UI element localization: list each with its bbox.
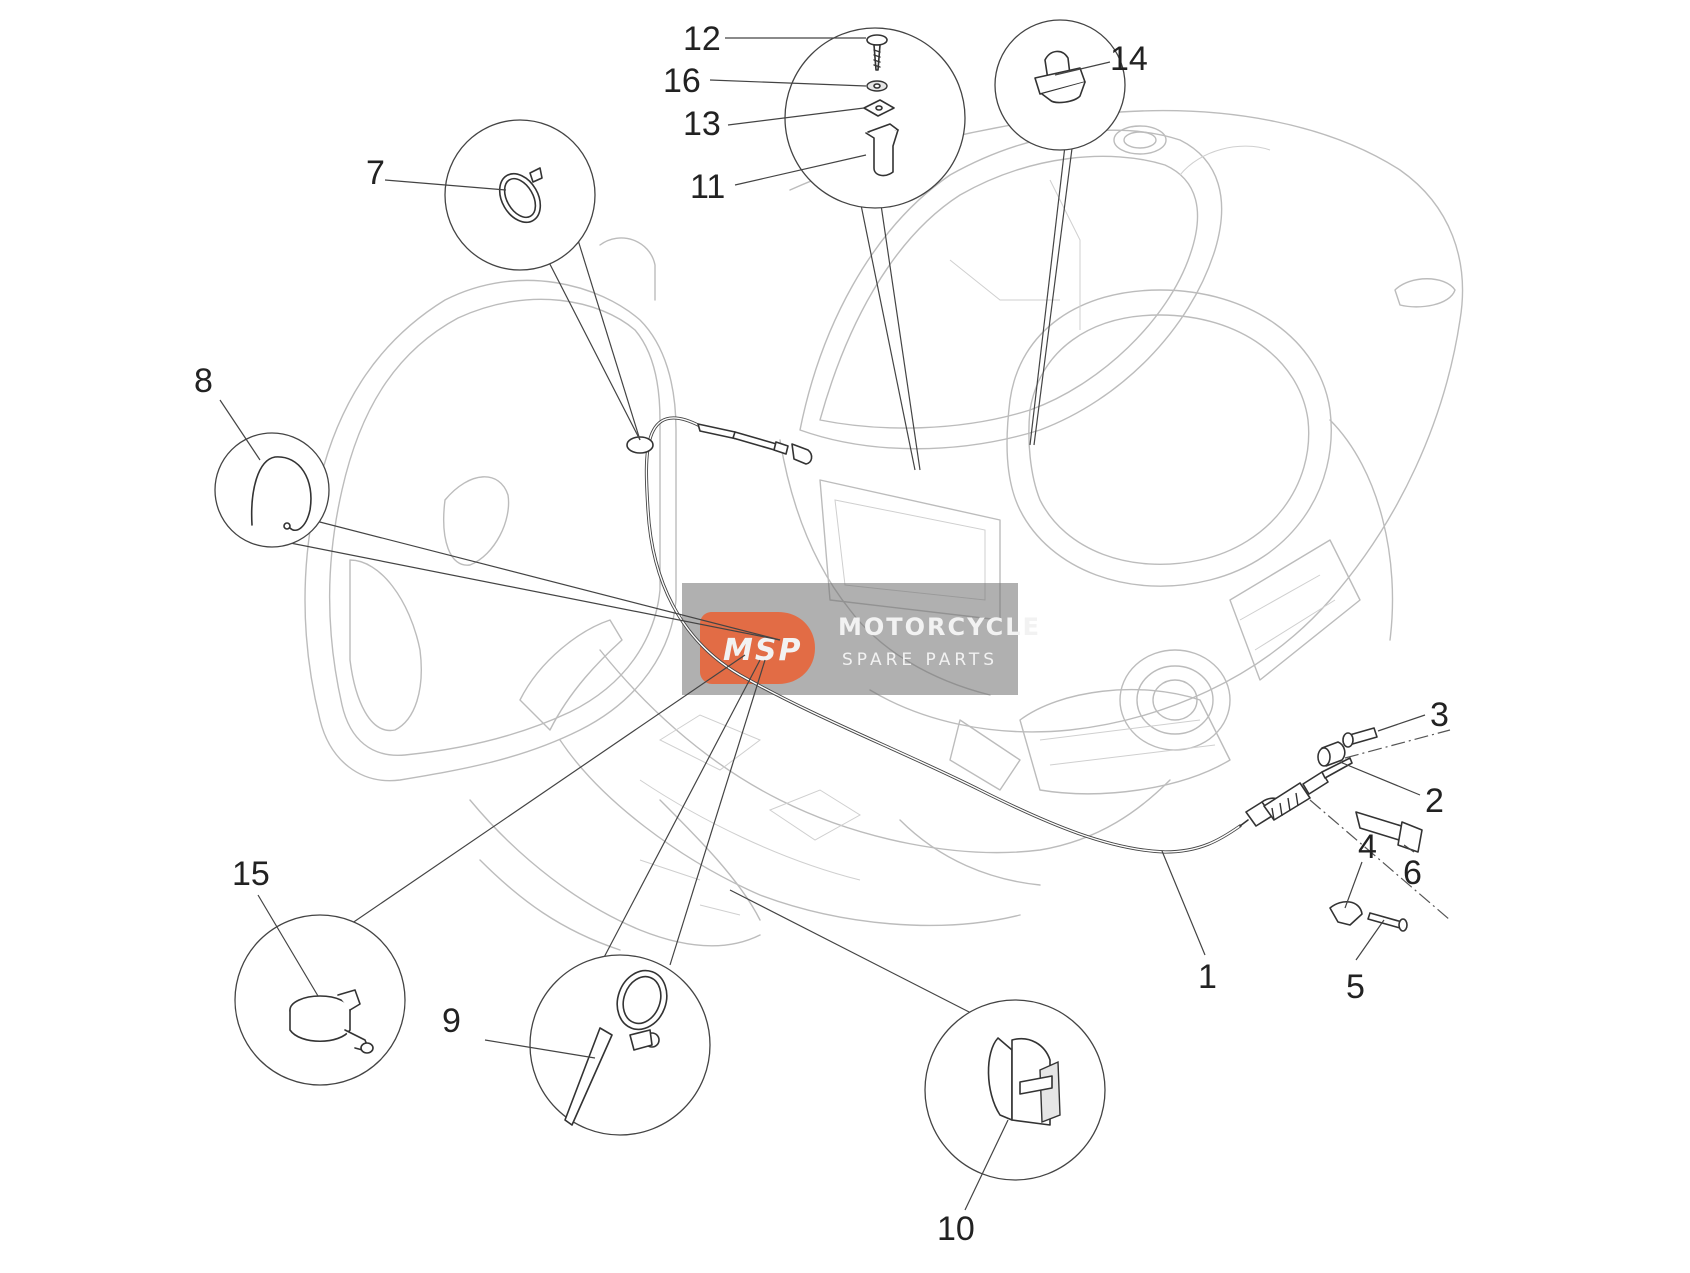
clip-part-4 [1329, 901, 1363, 926]
callout-label-15: 15 [232, 855, 270, 893]
callout-label-8: 8 [194, 362, 213, 400]
callout-circle-9 [529, 659, 766, 1136]
callout-label-12: 12 [683, 20, 721, 58]
callout-circle-10 [729, 889, 1106, 1181]
callout-label-11: 11 [690, 168, 725, 206]
callout-label-4: 4 [1358, 828, 1377, 866]
callout-label-2: 2 [1425, 782, 1444, 820]
callout-label-3: 3 [1430, 696, 1449, 734]
callout-label-5: 5 [1346, 968, 1365, 1006]
watermark-banner: MSP MOTORCYCLE SPARE PARTS [682, 583, 1041, 695]
wire-clip-icon [250, 456, 312, 532]
callout-label-16: 16 [663, 62, 701, 100]
callout-label-13: 13 [683, 105, 721, 143]
callout-circle-8 [214, 432, 781, 641]
watermark-logo-text: MSP [723, 633, 802, 668]
scooter-body-outline [304, 109, 1464, 951]
callout-labels: 12 16 13 11 14 7 8 15 9 10 1 2 3 4 6 5 [194, 20, 1449, 1248]
screw-part-5 [1367, 912, 1403, 929]
callout-circle-7 [444, 119, 641, 441]
label-leaders [219, 37, 1426, 1211]
callout-circle-14 [994, 19, 1126, 446]
adjuster-parts [1309, 727, 1451, 932]
callout-label-7: 7 [366, 154, 385, 192]
callout-label-10: 10 [937, 1210, 975, 1248]
cable-assembly [626, 416, 1353, 854]
callout-label-14: 14 [1110, 40, 1148, 78]
screw-icon [866, 34, 888, 46]
callout-label-1: 1 [1198, 958, 1217, 996]
watermark-line2: SPARE PARTS [842, 650, 998, 670]
watermark-line1: MOTORCYCLE [838, 613, 1041, 641]
plastic-clip-icon [987, 1037, 1013, 1121]
callout-label-9: 9 [442, 1002, 461, 1040]
callout-label-6: 6 [1403, 854, 1422, 892]
callout-circle-15 [234, 654, 746, 1086]
